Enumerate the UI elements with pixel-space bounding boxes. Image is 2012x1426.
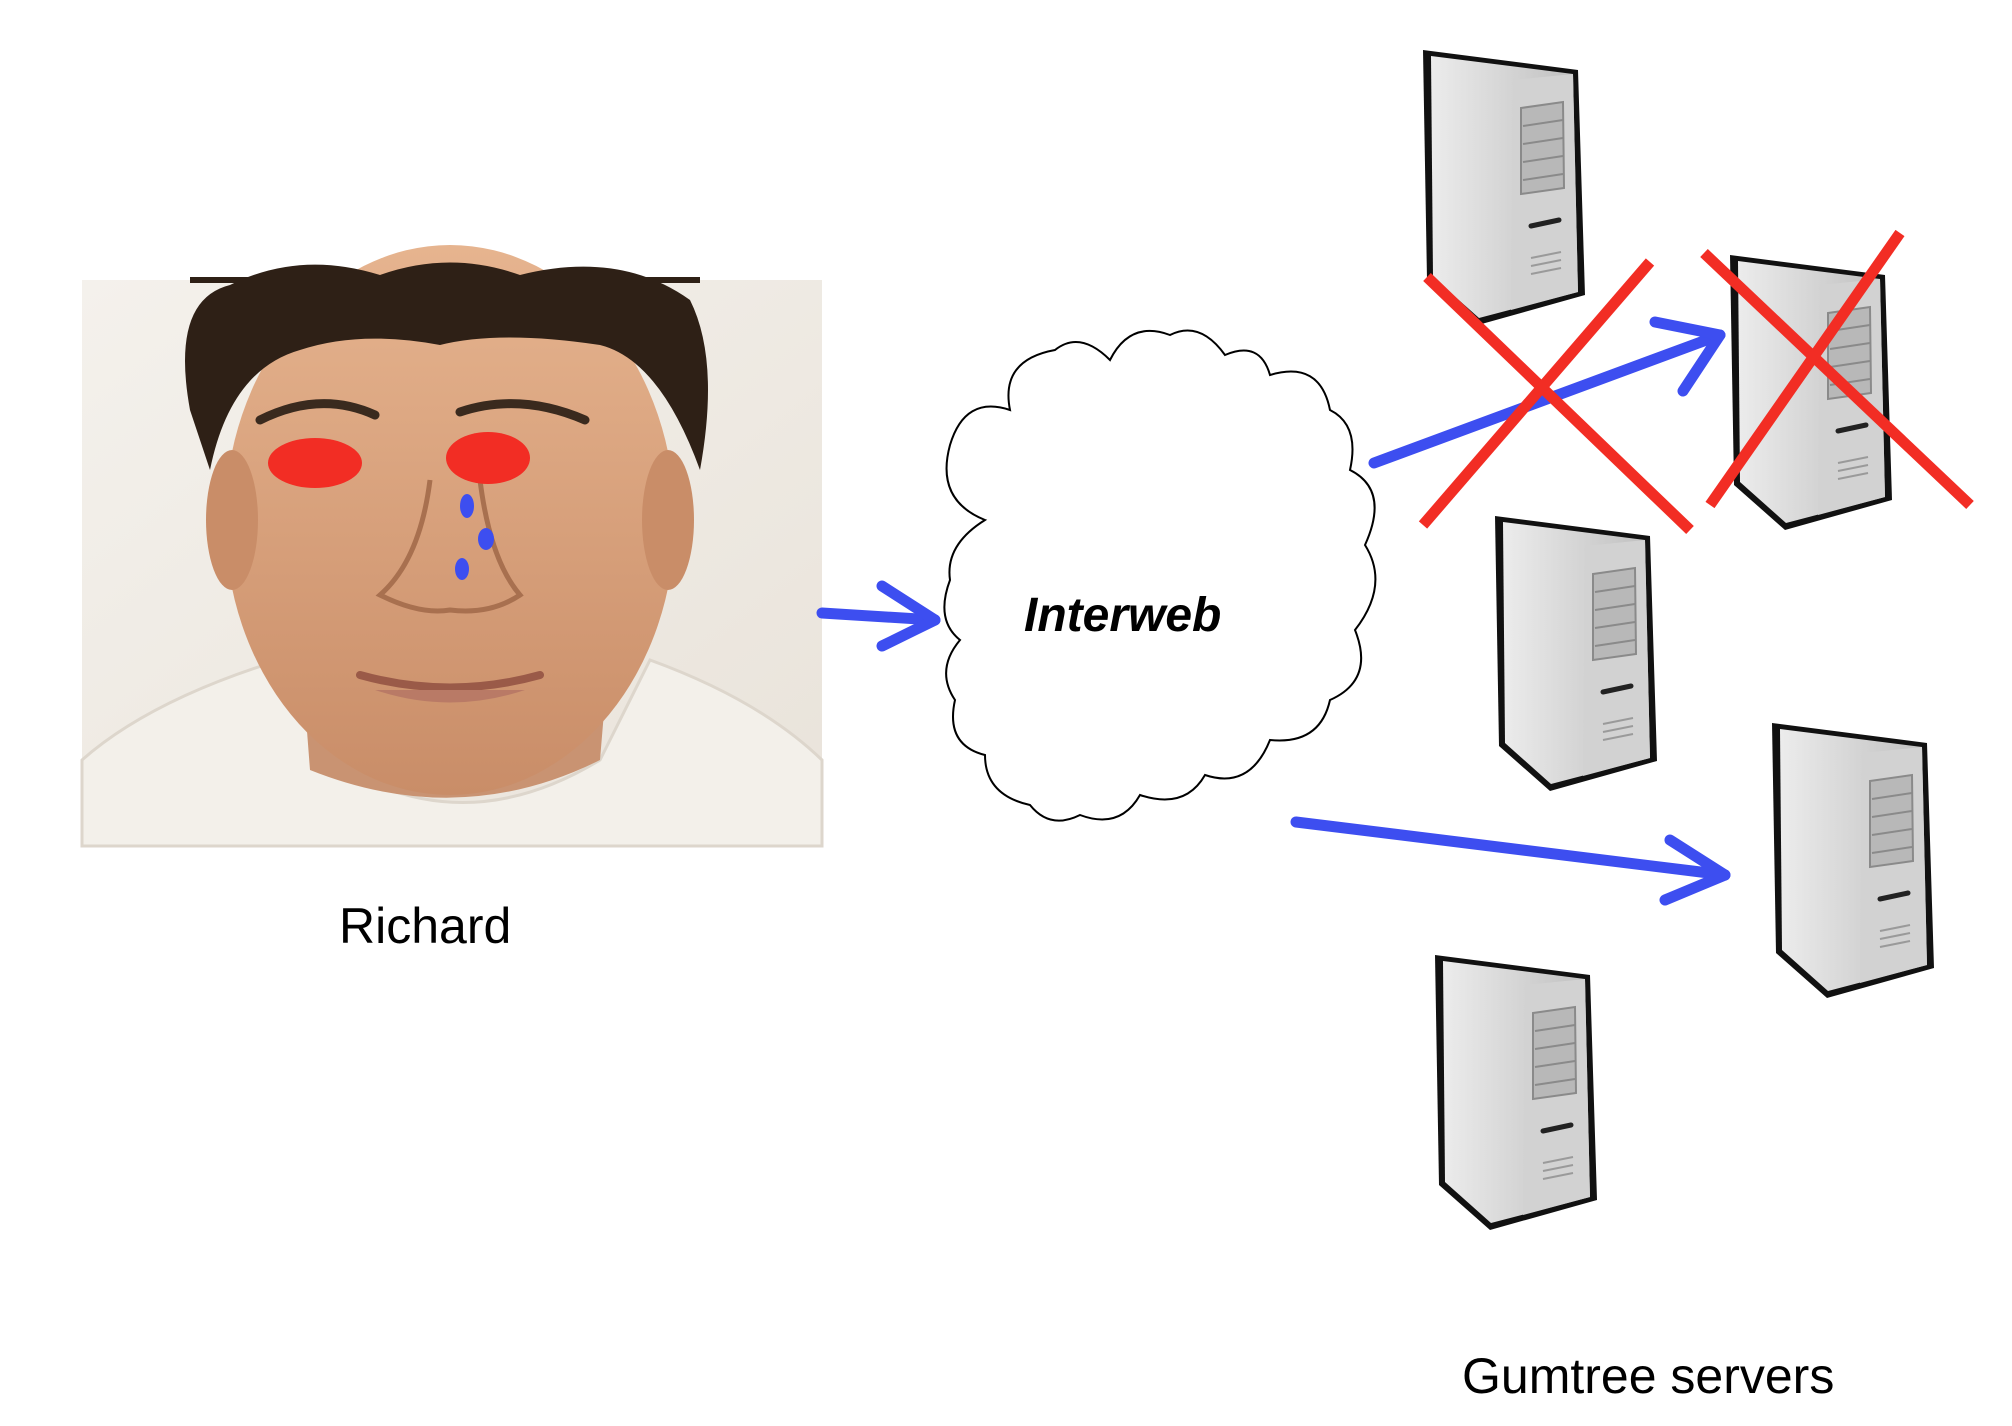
- cross-mark: [1700, 229, 1974, 509]
- server-icon: [1435, 955, 1597, 1230]
- tear-drop: [460, 494, 474, 518]
- servers-label: Gumtree servers: [1462, 1348, 1835, 1404]
- tear-drop: [478, 528, 494, 550]
- right-red-eye: [446, 432, 530, 484]
- cross-mark: [1418, 258, 1694, 534]
- server-icon: [1772, 723, 1934, 998]
- person-photo: [80, 245, 824, 848]
- cloud-shape: [943, 329, 1377, 822]
- arrow: [1290, 816, 1731, 906]
- tear-drop: [455, 558, 469, 580]
- left-red-eye: [268, 438, 362, 488]
- network-label: Interweb: [1024, 589, 1222, 642]
- server-icon: [1423, 50, 1585, 325]
- server-icon: [1495, 516, 1657, 791]
- arrow: [816, 580, 941, 652]
- person-label: Richard: [339, 898, 512, 954]
